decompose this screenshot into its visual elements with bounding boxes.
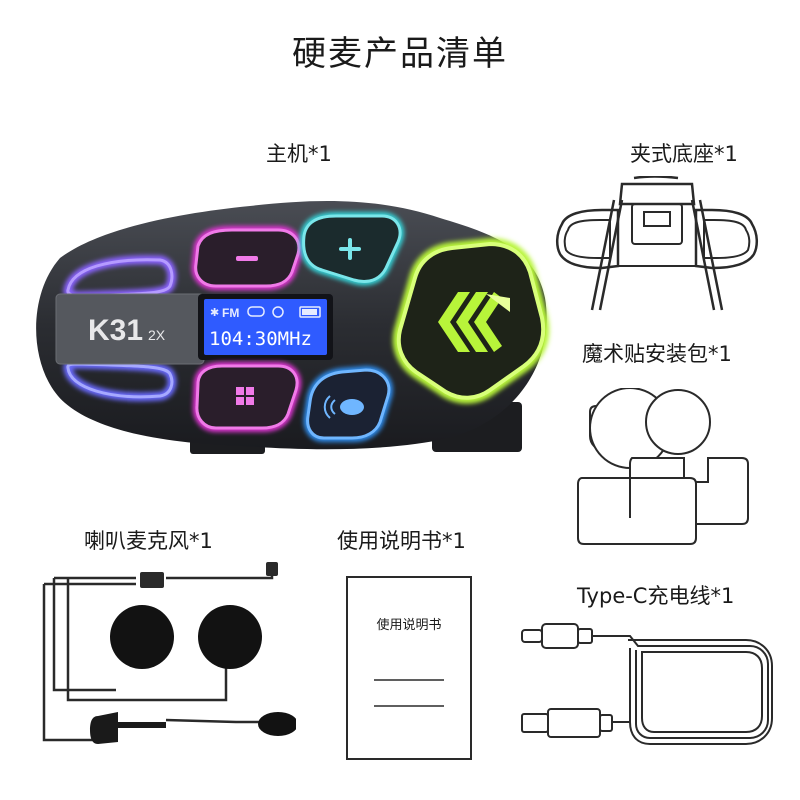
model-panel	[56, 294, 204, 364]
usb-a-plug-icon	[547, 708, 601, 738]
minus-icon	[236, 256, 258, 261]
velcro-pack-image	[577, 388, 749, 545]
microphone-icon	[258, 712, 296, 736]
model-text: K31	[88, 314, 143, 347]
main-button	[396, 241, 546, 400]
cable-connector	[140, 572, 164, 588]
intercom-icon	[340, 399, 364, 415]
label-velcro-pack: 魔术贴安装包*1	[582, 342, 732, 366]
label-cable: Type-C充电线*1	[577, 584, 735, 608]
grid-icon	[236, 387, 244, 395]
plug-cable	[166, 570, 274, 580]
intercom-device-image: K31 2X ✱ FM 104:30MHz	[36, 201, 550, 454]
clip-base-image	[556, 176, 758, 311]
label-main-unit: 主机*1	[266, 142, 332, 166]
type-c-cable-image	[521, 623, 773, 745]
label-speaker-mic: 喇叭麦克风*1	[84, 529, 213, 553]
link-icon	[247, 306, 265, 317]
mode-icon	[272, 306, 284, 318]
brand-logo-icon	[438, 292, 510, 352]
type-c-plug-icon	[541, 623, 579, 649]
audio-plug-icon	[266, 562, 278, 576]
lcd-frequency-text: 104:30MHz	[209, 328, 312, 350]
user-manual-image: 使用说明书	[346, 576, 472, 760]
model-suffix-text: 2X	[148, 327, 166, 343]
clip-right-wing	[694, 208, 758, 270]
velcro-strip-2	[577, 477, 697, 545]
manual-cover	[346, 576, 472, 760]
speaker-right	[198, 605, 262, 669]
clip-leg-left	[590, 199, 616, 311]
lcd-status-text: FM	[222, 306, 239, 320]
mic-cable	[165, 718, 264, 724]
label-manual: 使用说明书*1	[337, 529, 466, 553]
manual-cover-text: 使用说明书	[376, 617, 441, 633]
clip-top	[618, 182, 696, 206]
bluetooth-icon: ✱	[210, 306, 219, 319]
clip-leg-right	[690, 199, 716, 311]
page-title: 硬麦产品清单	[292, 34, 508, 74]
velcro-pad-round-2	[645, 389, 711, 455]
speaker-mic-image	[42, 562, 296, 744]
speaker-cable-left	[42, 584, 96, 742]
battery-icon	[299, 306, 321, 318]
clip-left-wing	[556, 208, 620, 270]
mic-connector	[90, 712, 118, 744]
lcd-screen	[204, 299, 327, 355]
label-clip-base: 夹式底座*1	[630, 142, 738, 166]
speaker-left	[110, 605, 174, 669]
